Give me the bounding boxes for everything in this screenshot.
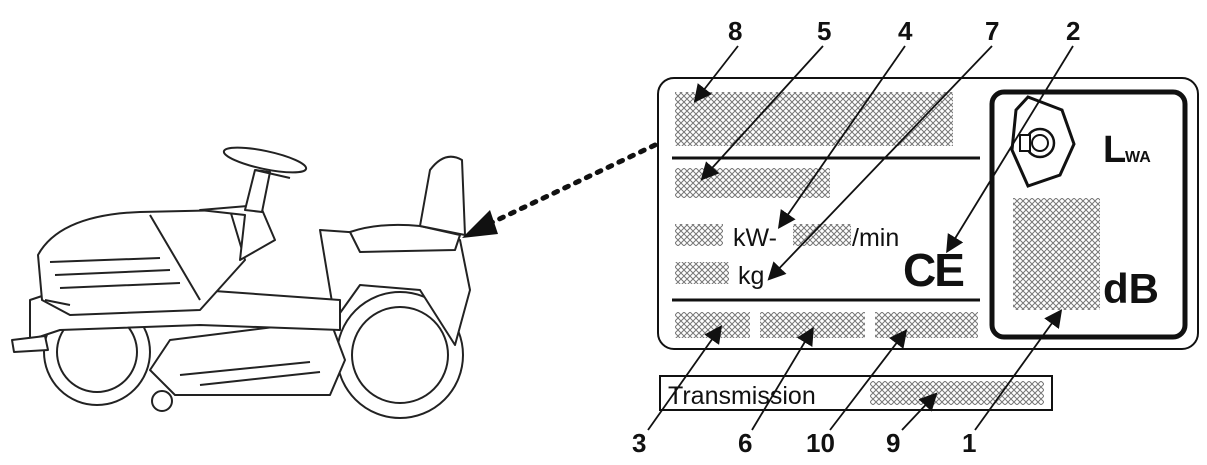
callout-1: 1 <box>962 428 976 458</box>
callout-10: 10 <box>806 428 835 458</box>
leader-10 <box>829 329 908 431</box>
leader-9 <box>901 392 938 431</box>
leader-7 <box>767 45 993 281</box>
leader-6 <box>751 326 814 431</box>
leader-3 <box>647 325 723 431</box>
speed-unit: /min <box>852 224 899 252</box>
callout-8: 8 <box>728 16 742 46</box>
leader-2 <box>946 45 1074 254</box>
lawn-tractor-illustration <box>11 146 471 419</box>
leader-1 <box>974 309 1063 431</box>
ce-mark: CE <box>903 244 963 296</box>
sound-unit: dB <box>1103 265 1159 312</box>
mass-field <box>675 262 729 284</box>
callouts-bottom: 3 6 10 9 1 <box>632 428 976 458</box>
callout-5: 5 <box>817 16 831 46</box>
leader-lines <box>647 45 1074 431</box>
product-number-field <box>760 312 865 338</box>
callouts-top: 8 5 4 7 2 <box>728 16 1080 46</box>
leader-5 <box>700 45 824 181</box>
sound-level-field <box>1013 198 1100 310</box>
callout-2: 2 <box>1066 16 1080 46</box>
leader-4 <box>777 45 906 229</box>
serial-number-field <box>675 312 750 338</box>
date-field <box>875 312 978 338</box>
mower-deck <box>149 319 346 396</box>
dotted-pointer-arrow <box>469 142 658 235</box>
rating-plate: kW- /min kg CE L WA dB <box>657 77 1199 350</box>
callout-7: 7 <box>985 16 999 46</box>
callout-6: 6 <box>738 428 752 458</box>
mass-unit: kg <box>738 262 764 290</box>
transmission-field <box>870 381 1044 405</box>
seat <box>349 223 461 253</box>
transmission-label: Transmission <box>668 382 816 410</box>
transmission-plate: Transmission <box>659 375 1053 411</box>
pointer-arrowhead <box>462 210 498 238</box>
power-field <box>675 224 723 246</box>
callout-4: 4 <box>898 16 913 46</box>
manufacturer-field <box>675 92 953 146</box>
power-unit: kW- <box>733 224 777 252</box>
engine-speed-field <box>793 224 851 246</box>
model-field <box>675 168 830 198</box>
callout-3: 3 <box>632 428 646 458</box>
sound-power-subscript: WA <box>1125 149 1151 166</box>
sound-power-symbol: L <box>1103 129 1126 171</box>
steering-wheel <box>222 146 308 174</box>
leader-8 <box>693 45 739 103</box>
callout-9: 9 <box>886 428 900 458</box>
